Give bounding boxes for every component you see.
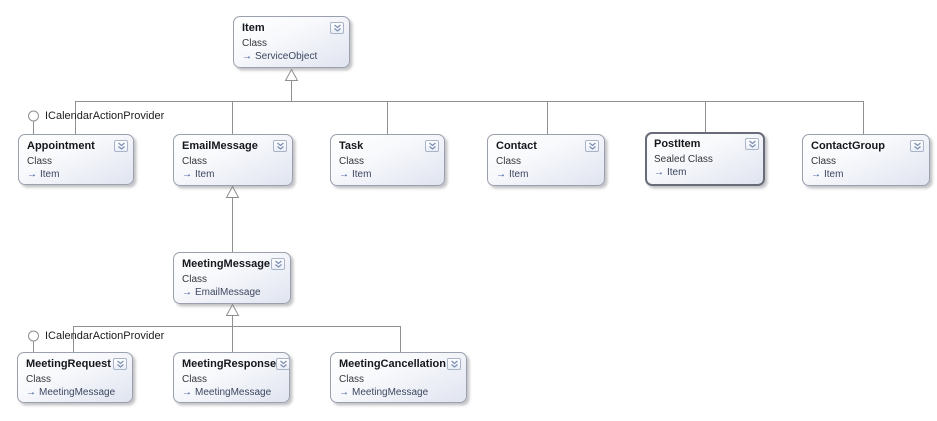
expand-collapse-chevron-icon[interactable] (447, 358, 461, 370)
lollipop-interface-meetingrequest (28, 330, 39, 352)
node-title: Item (242, 22, 265, 34)
node-kind: Class (339, 374, 365, 385)
node-title: MeetingResponse (182, 358, 277, 370)
node-parent-name: Item (40, 169, 60, 180)
class-node-task[interactable]: Task Class →Item (330, 134, 445, 186)
inherit-arrow-icon: → (27, 169, 37, 180)
node-kind: Class (339, 156, 365, 167)
node-title: EmailMessage (182, 140, 258, 152)
node-kind: Class (242, 38, 268, 49)
node-parent: →ServiceObject (242, 50, 344, 63)
node-parent-name: Item (195, 169, 215, 180)
node-title: PostItem (654, 138, 701, 150)
class-node-meetingrequest[interactable]: MeetingRequest Class →MeetingMessage (17, 352, 133, 403)
node-parent: →Item (654, 166, 759, 179)
node-parent: →Item (496, 168, 599, 181)
node-kind: Class (182, 374, 208, 385)
inheritance-connector-meetingmessage-children (73, 303, 401, 352)
node-parent: →MeetingMessage (182, 386, 284, 399)
class-node-appointment[interactable]: Appointment Class →Item (18, 134, 134, 185)
inherit-arrow-icon: → (496, 169, 506, 180)
inherit-arrow-icon: → (339, 169, 349, 180)
expand-collapse-chevron-icon[interactable] (114, 140, 128, 152)
lollipop-circle-icon (28, 330, 39, 342)
expand-collapse-chevron-icon[interactable] (585, 140, 599, 152)
node-parent-name: Item (352, 169, 372, 180)
inherit-arrow-icon: → (182, 287, 192, 298)
inherit-arrow-icon: → (242, 51, 252, 62)
inherit-arrow-icon: → (339, 387, 349, 398)
node-parent: →EmailMessage (182, 286, 285, 299)
node-parent: →Item (339, 168, 439, 181)
interface-label-icalendaractionprovider: ICalendarActionProvider (45, 330, 165, 342)
node-title: MeetingCancellation (339, 358, 446, 370)
node-parent-name: EmailMessage (195, 287, 261, 298)
inherit-arrow-icon: → (26, 387, 36, 398)
node-parent-name: Item (667, 167, 687, 178)
expand-collapse-chevron-icon[interactable] (910, 140, 924, 152)
class-node-contact[interactable]: Contact Class →Item (487, 134, 605, 186)
node-parent-name: MeetingMessage (352, 387, 429, 398)
node-title: ContactGroup (811, 140, 885, 152)
node-kind: Class (27, 156, 53, 167)
node-kind: Class (182, 274, 208, 285)
class-node-meetingresponse[interactable]: MeetingResponse Class →MeetingMessage (173, 352, 291, 403)
expand-collapse-chevron-icon[interactable] (745, 138, 759, 150)
node-parent: →MeetingMessage (26, 386, 127, 399)
lollipop-circle-icon (28, 110, 39, 122)
inherit-arrow-icon: → (182, 169, 192, 180)
node-kind: Class (496, 156, 522, 167)
node-parent: →Item (811, 168, 924, 181)
node-kind: Class (811, 156, 837, 167)
inherit-arrow-icon: → (811, 169, 821, 180)
node-parent-name: MeetingMessage (39, 387, 116, 398)
node-parent-name: ServiceObject (255, 51, 318, 62)
class-node-item[interactable]: Item Class →ServiceObject (233, 16, 350, 68)
expand-collapse-chevron-icon[interactable] (113, 358, 127, 370)
class-node-emailmessage[interactable]: EmailMessage Class →Item (173, 134, 293, 186)
inheritance-triangle-icon (225, 303, 240, 316)
node-parent-name: MeetingMessage (195, 387, 272, 398)
class-node-postitem[interactable]: PostItem Sealed Class →Item (645, 132, 765, 186)
expand-collapse-chevron-icon[interactable] (276, 358, 291, 370)
node-parent: →MeetingMessage (339, 386, 461, 399)
inheritance-connector-emailmessage-meetingmessage (225, 185, 240, 252)
inherit-arrow-icon: → (654, 167, 664, 178)
class-node-meetingcancellation[interactable]: MeetingCancellation Class →MeetingMessag… (330, 352, 467, 403)
node-title: Appointment (27, 140, 95, 152)
expand-collapse-chevron-icon[interactable] (271, 258, 285, 270)
inherit-arrow-icon: → (182, 387, 192, 398)
expand-collapse-chevron-icon[interactable] (330, 22, 344, 34)
node-title: Contact (496, 140, 537, 152)
inheritance-triangle-icon (225, 185, 240, 198)
interface-label-icalendaractionprovider: ICalendarActionProvider (45, 110, 165, 122)
node-parent-name: Item (824, 169, 844, 180)
node-title: MeetingMessage (182, 258, 271, 270)
lollipop-interface-appointment (28, 110, 39, 134)
node-parent: →Item (182, 168, 287, 181)
node-kind: Class (26, 374, 52, 385)
node-parent: →Item (27, 168, 128, 181)
class-node-contactgroup[interactable]: ContactGroup Class →Item (802, 134, 930, 186)
node-title: MeetingRequest (26, 358, 111, 370)
node-title: Task (339, 140, 364, 152)
node-kind: Sealed Class (654, 154, 713, 165)
expand-collapse-chevron-icon[interactable] (273, 140, 287, 152)
expand-collapse-chevron-icon[interactable] (425, 140, 439, 152)
inheritance-triangle-icon (284, 68, 299, 81)
node-parent-name: Item (509, 169, 529, 180)
node-kind: Class (182, 156, 208, 167)
class-node-meetingmessage[interactable]: MeetingMessage Class →EmailMessage (173, 252, 291, 304)
inheritance-connector-item-children (75, 68, 864, 134)
